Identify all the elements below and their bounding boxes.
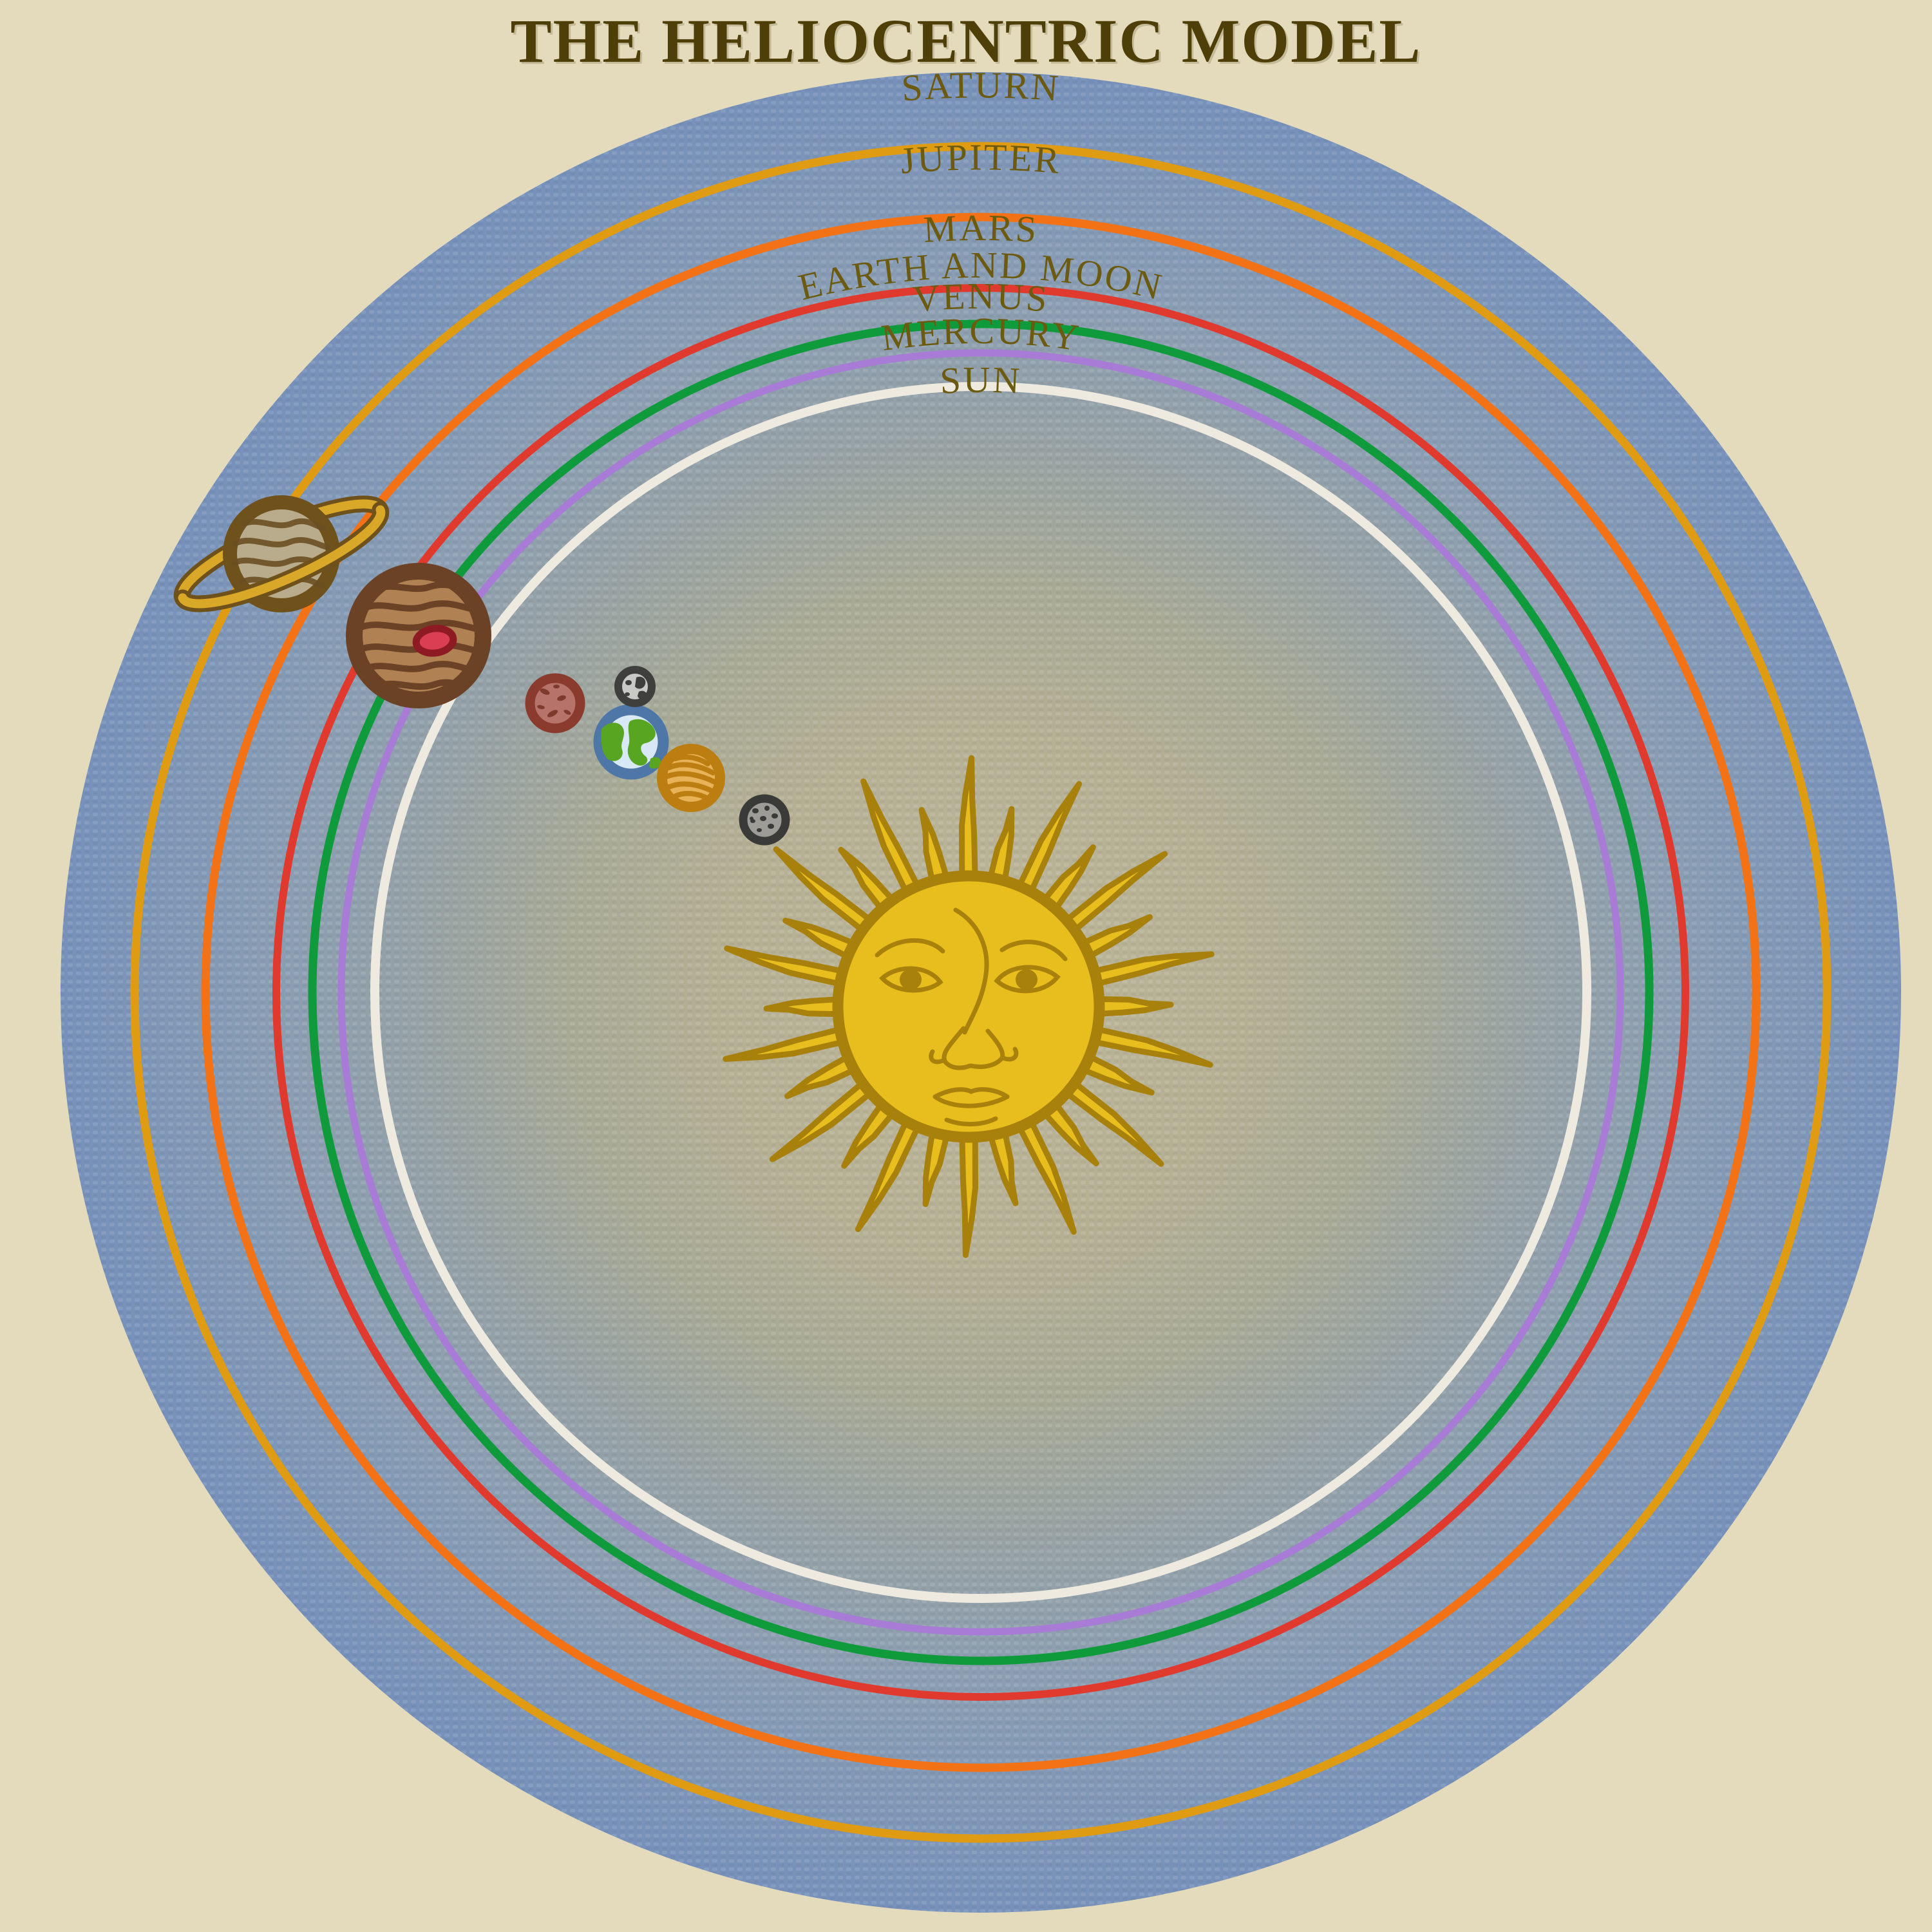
mercury-craters-icon	[750, 806, 778, 832]
sun-disc	[832, 870, 1105, 1143]
orbit-label-jupiter: JUPITER	[898, 136, 1063, 182]
sun-face-icon	[875, 907, 1068, 1127]
moon-craters-icon	[625, 676, 647, 699]
orbit-saturn	[130, 142, 1832, 1843]
orbit-mercury	[370, 382, 1591, 1603]
jupiter-bands-icon	[356, 582, 481, 690]
planet-mercury	[739, 794, 790, 846]
page-title: THE HELIOCENTRIC MODEL	[510, 6, 1422, 75]
orbit-label-mercury: MERCURY	[879, 310, 1083, 359]
planet-venus	[657, 744, 725, 812]
orbit-mars	[272, 284, 1689, 1701]
earth-continents-icon	[601, 719, 661, 769]
orbit-venus	[337, 349, 1624, 1636]
venus-bands-icon	[664, 754, 717, 801]
moon	[614, 666, 656, 707]
orbit-label-mars: MARS	[922, 207, 1039, 251]
orbit-label-sun: SUN	[939, 359, 1023, 402]
mars-craters-icon	[537, 685, 571, 717]
planet-mars	[525, 673, 585, 734]
planet-earth	[593, 704, 669, 780]
orbit-jupiter	[201, 213, 1761, 1772]
planet-jupiter	[346, 563, 491, 708]
orbit-earth	[308, 319, 1654, 1665]
sun-rays-icon	[723, 755, 1215, 1258]
sun-body	[723, 755, 1215, 1258]
planet-saturn	[173, 495, 390, 612]
orbit-label-venus: VENUS	[911, 275, 1050, 320]
orbit-label-saturn: SATURN	[900, 64, 1062, 109]
saturn-ring-front-inner	[178, 505, 386, 609]
jupiter-red-spot-icon	[412, 625, 457, 657]
